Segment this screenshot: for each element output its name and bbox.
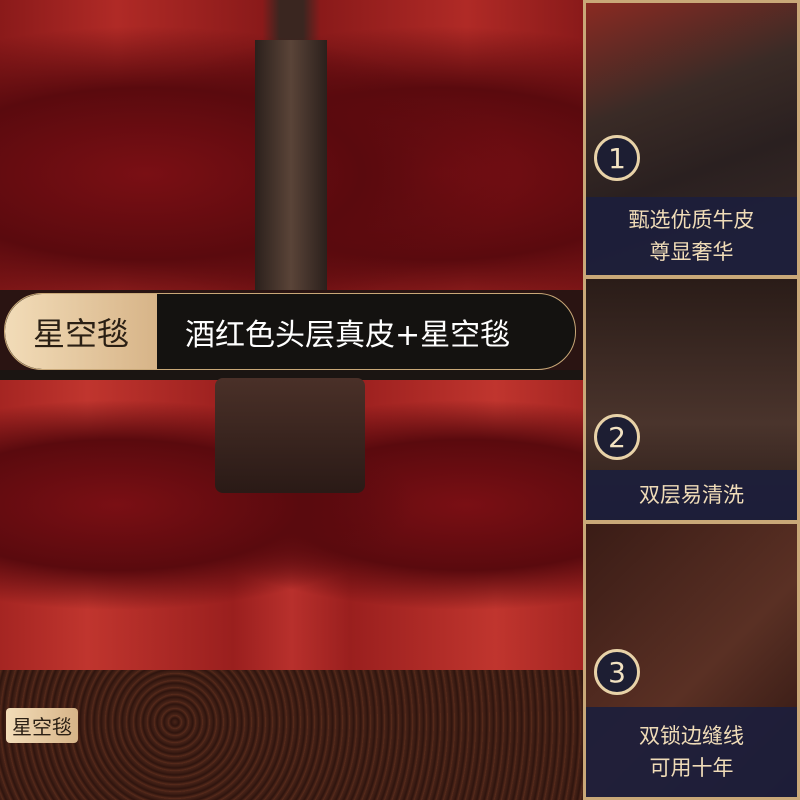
feature-column: 1 甄选优质牛皮 尊显奢华 2 双层易清洗 3 双锁边缝线 可用十年 (583, 0, 800, 800)
caption-line: 可用十年 (649, 756, 734, 780)
carpet-label: 星空毯 (6, 708, 78, 743)
number-badge: 3 (594, 649, 640, 695)
feature-caption: 甄选优质牛皮 尊显奢华 (586, 197, 797, 275)
banner-tag: 星空毯 (5, 294, 157, 369)
product-photo-area: 星空毯 酒红色头层真皮+星空毯 星空毯 (0, 0, 583, 800)
feature-caption: 双锁边缝线 可用十年 (586, 707, 797, 797)
banner-text: 酒红色头层真皮+星空毯 (185, 317, 511, 353)
caption-line: 尊显奢华 (649, 240, 734, 264)
caption-line: 双锁边缝线 (639, 724, 744, 748)
number-badge: 1 (594, 135, 640, 181)
caption-line: 甄选优质牛皮 (628, 208, 755, 232)
feature-panel-stitching: 3 双锁边缝线 可用十年 (586, 524, 797, 797)
feature-panel-leather: 1 甄选优质牛皮 尊显奢华 (586, 3, 797, 275)
feature-panel-cleaning: 2 双层易清洗 (586, 279, 797, 520)
feature-caption: 双层易清洗 (586, 470, 797, 520)
rear-console (215, 378, 365, 493)
product-banner: 星空毯 酒红色头层真皮+星空毯 (4, 293, 576, 370)
caption-line: 双层易清洗 (639, 483, 744, 507)
center-console (255, 40, 327, 290)
carpet-texture-photo (0, 670, 583, 800)
number-badge: 2 (594, 414, 640, 460)
